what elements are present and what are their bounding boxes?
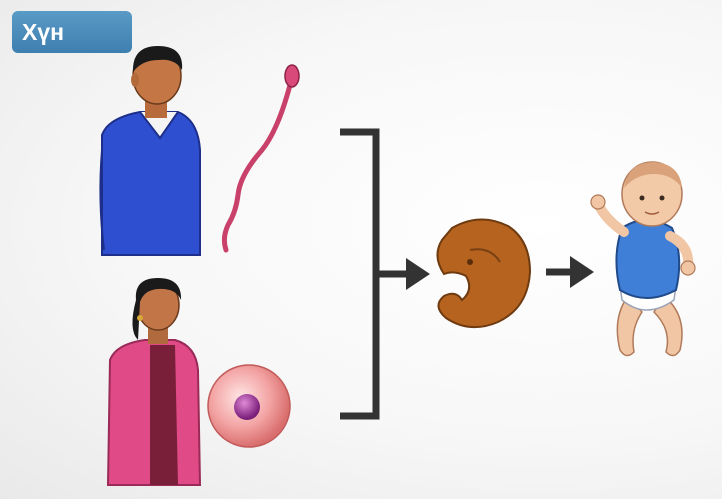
title-tag-label: Хүн: [22, 18, 65, 45]
sperm-icon: [221, 64, 300, 253]
egg-cell-icon: [207, 364, 291, 448]
woman-icon: [106, 278, 202, 486]
merge-bracket: [340, 128, 380, 420]
embryo-icon: [436, 218, 532, 329]
man-icon: [99, 46, 201, 256]
title-tag: Хүн: [12, 11, 132, 53]
arrow-right-icon: [376, 258, 430, 290]
baby-icon: [590, 161, 696, 357]
arrow-right-icon: [546, 256, 594, 288]
